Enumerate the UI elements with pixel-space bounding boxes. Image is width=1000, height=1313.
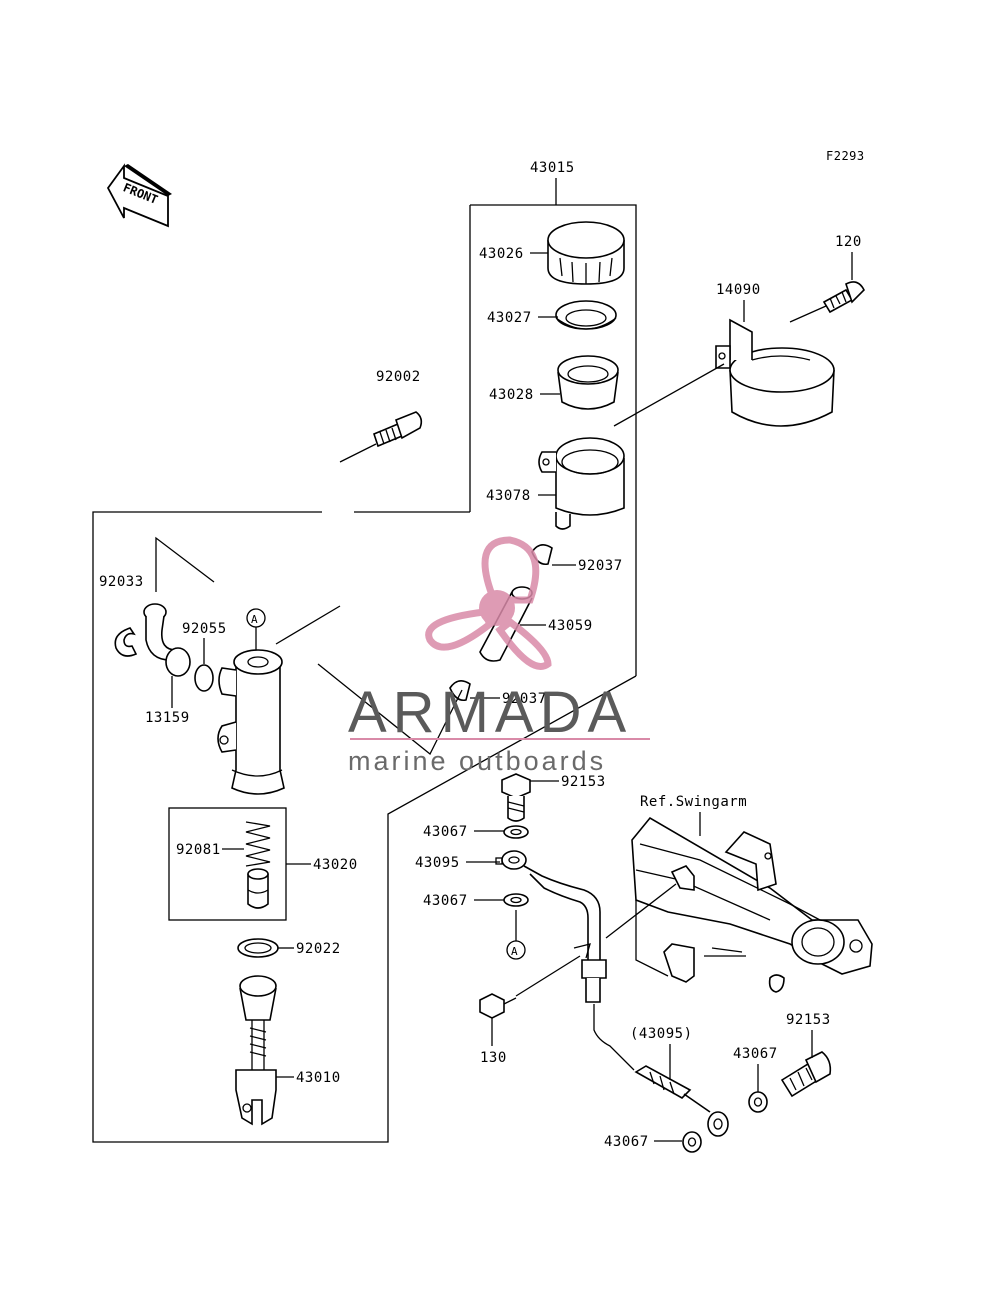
label-92033: 92033 xyxy=(99,574,144,590)
brake-hose xyxy=(501,850,635,1071)
label-43067-d: 43067 xyxy=(604,1134,649,1150)
banjo-bolt-lower xyxy=(780,1051,832,1098)
front-arrow-icon: FRONT xyxy=(106,163,172,228)
label-14090: 14090 xyxy=(716,282,761,298)
master-cylinder-box xyxy=(92,511,637,1143)
washer-43067-c xyxy=(748,1091,768,1113)
label-92153-lower: 92153 xyxy=(786,1012,831,1028)
label-43027: 43027 xyxy=(487,310,532,326)
label-92022: 92022 xyxy=(296,941,341,957)
label-43026: 43026 xyxy=(479,246,524,262)
label-92037-lower: 92037 xyxy=(502,691,547,707)
washer-43067-b xyxy=(503,893,529,907)
washer-43067-d xyxy=(682,1131,702,1153)
ref-swingarm-label: Ref.Swingarm xyxy=(640,794,747,810)
reservoir-box-right xyxy=(470,204,637,676)
reservoir-plate xyxy=(555,300,617,330)
bolt-130 xyxy=(479,993,517,1019)
snap-ring-92033 xyxy=(114,627,138,657)
callout-a-upper-text: A xyxy=(251,613,258,626)
label-43015: 43015 xyxy=(530,160,575,176)
figure-code: F2293 xyxy=(826,149,865,163)
label-92055: 92055 xyxy=(182,621,227,637)
label-43067-c: 43067 xyxy=(733,1046,778,1062)
label-92037-upper: 92037 xyxy=(578,558,623,574)
spring-92081 xyxy=(245,821,271,867)
reservoir-body xyxy=(538,437,625,530)
label-43078: 43078 xyxy=(486,488,531,504)
label-130: 130 xyxy=(480,1050,507,1066)
watermark-tagline: marine outboards xyxy=(348,746,606,776)
elbow-fitting xyxy=(143,603,191,677)
label-43067-a: 43067 xyxy=(423,824,468,840)
piston xyxy=(247,868,269,909)
label-43028: 43028 xyxy=(489,387,534,403)
bolt-92002 xyxy=(373,411,423,448)
watermark-brand: ARMADA xyxy=(348,680,632,745)
label-92081: 92081 xyxy=(176,842,221,858)
brake-hose-lower xyxy=(634,1065,729,1137)
reservoir-clamp xyxy=(715,318,835,427)
label-120: 120 xyxy=(835,234,862,250)
label-43095: 43095 xyxy=(415,855,460,871)
label-43010: 43010 xyxy=(296,1070,341,1086)
watermark-logo-icon xyxy=(425,536,552,670)
circlip-92022 xyxy=(237,938,279,958)
hose-clamp-lower xyxy=(449,680,471,702)
label-92153-upper: 92153 xyxy=(561,774,606,790)
label-13159: 13159 xyxy=(145,710,190,726)
label-43020: 43020 xyxy=(313,857,358,873)
label-92002: 92002 xyxy=(376,369,421,385)
push-rod xyxy=(235,975,277,1126)
label-43095-ref: (43095) xyxy=(630,1026,693,1042)
reservoir-cap xyxy=(547,221,625,285)
screw-120 xyxy=(822,281,865,314)
label-43059: 43059 xyxy=(548,618,593,634)
o-ring-92055 xyxy=(194,664,214,692)
swingarm-reference xyxy=(631,816,873,993)
washer-43067-a xyxy=(503,825,529,839)
callout-a-lower-text: A xyxy=(511,945,518,958)
banjo-bolt-upper xyxy=(501,773,531,822)
label-43067-b: 43067 xyxy=(423,893,468,909)
reservoir-diaphragm xyxy=(557,355,619,410)
master-cylinder-body xyxy=(217,649,285,795)
